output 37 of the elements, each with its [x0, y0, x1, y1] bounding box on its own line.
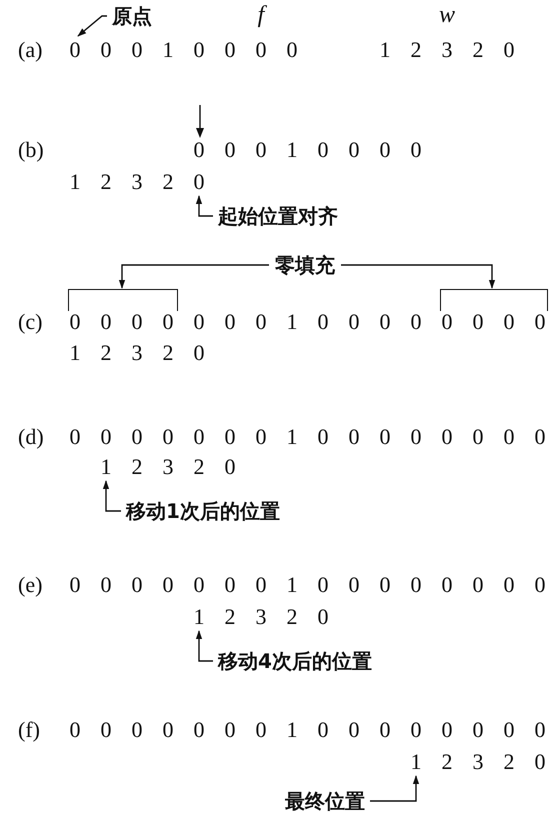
leader-line	[118, 264, 269, 289]
row-label: (e)	[18, 572, 42, 598]
annotation-text: 原点	[112, 4, 152, 28]
number-sequence: 0 0 0 0 0 0 0 1 0 0 0 0 0 0 0 0	[68, 717, 546, 743]
number-sequence: 0 0 0 1 0 0 0 0	[192, 309, 422, 335]
number-sequence: 0 0 0 1 0 0 0 0	[60, 37, 308, 63]
row-label: (f)	[18, 717, 40, 743]
number-sequence: 1 2 3 2 0	[400, 749, 556, 775]
number-sequence: 1 2 3 2 0	[68, 340, 206, 366]
number-sequence: 0 0 0 0 0 0 0 1 0 0 0 0 0 0 0 0	[68, 424, 546, 450]
leader-line	[341, 264, 496, 289]
number-sequence: 1 2 3 2 0	[378, 37, 516, 63]
leader-line	[196, 630, 213, 662]
leader-line	[196, 195, 213, 217]
annotation-text: 移动1次后的位置	[126, 499, 280, 523]
number-sequence: 1 2 3 2 0	[184, 604, 338, 630]
annotation-text: 零填充	[275, 253, 335, 277]
annotation-text: 移动4次后的位置	[218, 649, 372, 673]
leader-line	[370, 775, 420, 802]
bracket	[440, 289, 548, 311]
number-sequence: 0 0 0 0	[68, 309, 174, 335]
leader-line	[102, 480, 121, 512]
annotation-text: 起始位置对齐	[218, 204, 338, 228]
row-label: (d)	[18, 424, 44, 450]
number-sequence: 0 0 0 0 0 0 0 1 0 0 0 0 0 0 0 0	[68, 572, 546, 598]
sequence-name: w	[439, 2, 455, 28]
row-label: (b)	[18, 137, 44, 163]
number-sequence: 0 0 0 0	[440, 309, 546, 335]
row-label: (a)	[18, 37, 42, 63]
row-label: (c)	[18, 309, 42, 335]
leader-line	[77, 15, 107, 37]
number-sequence: 1 2 3 2 0	[60, 169, 214, 195]
number-sequence: 0 0 0 1 0 0 0 0	[192, 137, 422, 163]
sequence-name: f	[258, 2, 264, 28]
number-sequence: 1 2 3 2 0	[90, 454, 246, 480]
bracket	[68, 289, 178, 311]
annotation-text: 最终位置	[285, 789, 365, 813]
